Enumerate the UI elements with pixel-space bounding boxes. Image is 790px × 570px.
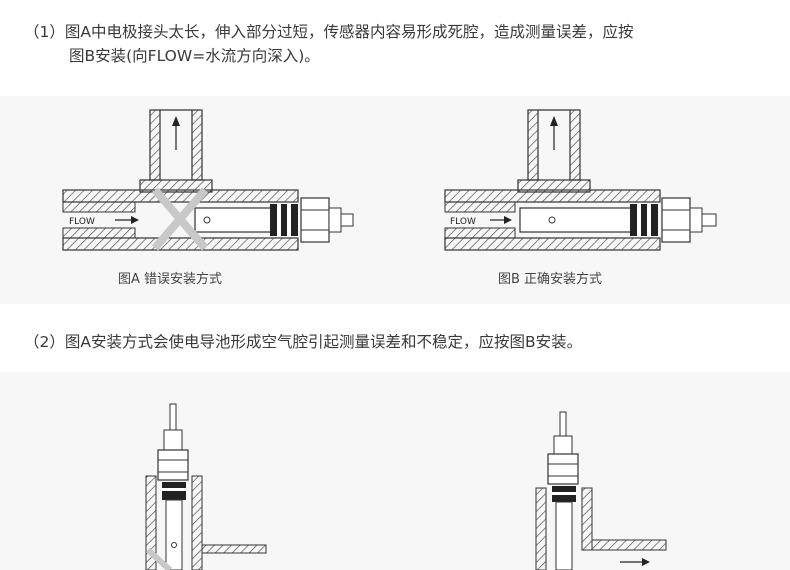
- figure-2a-diagram: [145, 403, 267, 570]
- figure-b-diagram: FLOW: [444, 109, 717, 251]
- section1-text: （1）图A中电极接头太长，伸入部分过短，传感器内容易形成死腔，造成测量误差，应按…: [24, 20, 774, 68]
- figure-a-caption: 图A 错误安装方式: [118, 272, 223, 287]
- figure-a-flow-label: FLOW: [69, 217, 95, 227]
- figure-b-flow-label: FLOW: [450, 217, 476, 227]
- figure-panel-2: [0, 372, 790, 570]
- section1-line1: （1）图A中电极接头太长，伸入部分过短，传感器内容易形成死腔，造成测量误差，应按: [24, 23, 634, 41]
- figure-a-diagram: FLOW: [62, 109, 354, 251]
- figure-2b-diagram: [535, 411, 667, 570]
- figure-b-caption: 图B 正确安装方式: [498, 272, 603, 287]
- section2-text: （2）图A安装方式会使电导池形成空气腔引起测量误差和不稳定，应按图B安装。: [24, 333, 583, 351]
- section1-line2: 图B安装(向FLOW=水流方向深入)。: [69, 47, 320, 65]
